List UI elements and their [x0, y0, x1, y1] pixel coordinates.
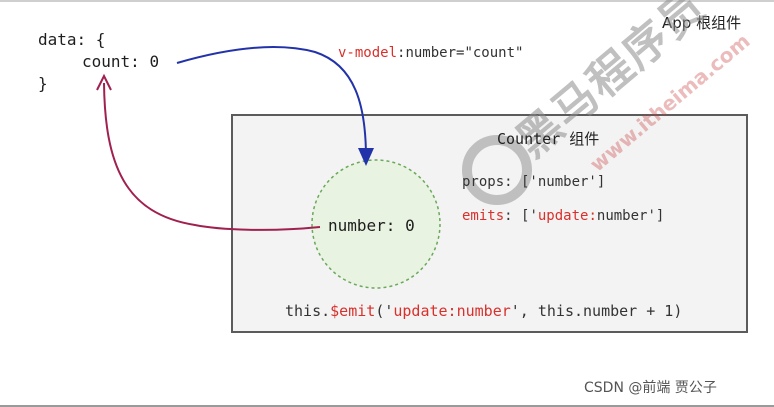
count-value: 0 — [149, 52, 160, 71]
v-model-directive: v-model — [338, 45, 398, 61]
emit-rest: ', this.number + 1) — [510, 302, 683, 320]
emits-declaration: emits: ['update:number'] — [462, 208, 664, 224]
counter-title: Counter 组件 — [497, 130, 600, 148]
emits-event: update: — [537, 208, 597, 224]
emit-call: this.$emit('update:number', this.number … — [285, 302, 682, 320]
data-declaration: data: { — [38, 30, 106, 49]
v-model-binding: v-model:number="count" — [338, 45, 523, 61]
number-prop: number: 0 — [328, 216, 415, 235]
emits-rest: number'] — [596, 208, 665, 224]
count-property: count: 0 — [82, 52, 159, 71]
emit-open: (' — [375, 302, 394, 320]
emit-method: $emit — [330, 302, 376, 320]
count-key: count: — [82, 52, 150, 71]
number-key: number: — [328, 216, 406, 235]
v-model-rest: :number="count" — [397, 45, 524, 61]
emit-prefix: this. — [285, 302, 331, 320]
emits-open: : [' — [504, 208, 538, 224]
app-root-label: App 根组件 — [662, 14, 742, 32]
footer-credit: CSDN @前端 贾公子 — [584, 380, 717, 396]
props-declaration: props: ['number'] — [462, 174, 606, 190]
number-value: 0 — [405, 216, 415, 235]
emit-arrow-head — [96, 73, 112, 91]
closing-brace: } — [38, 74, 48, 93]
top-rule — [0, 0, 774, 2]
v-model-arrow — [176, 46, 374, 166]
bottom-rule — [0, 405, 774, 407]
number-circle — [311, 159, 441, 289]
emit-arrow — [103, 82, 321, 231]
watermark-logo-icon — [462, 135, 532, 205]
emit-event: update:number — [393, 302, 511, 320]
emits-key: emits — [462, 208, 505, 224]
